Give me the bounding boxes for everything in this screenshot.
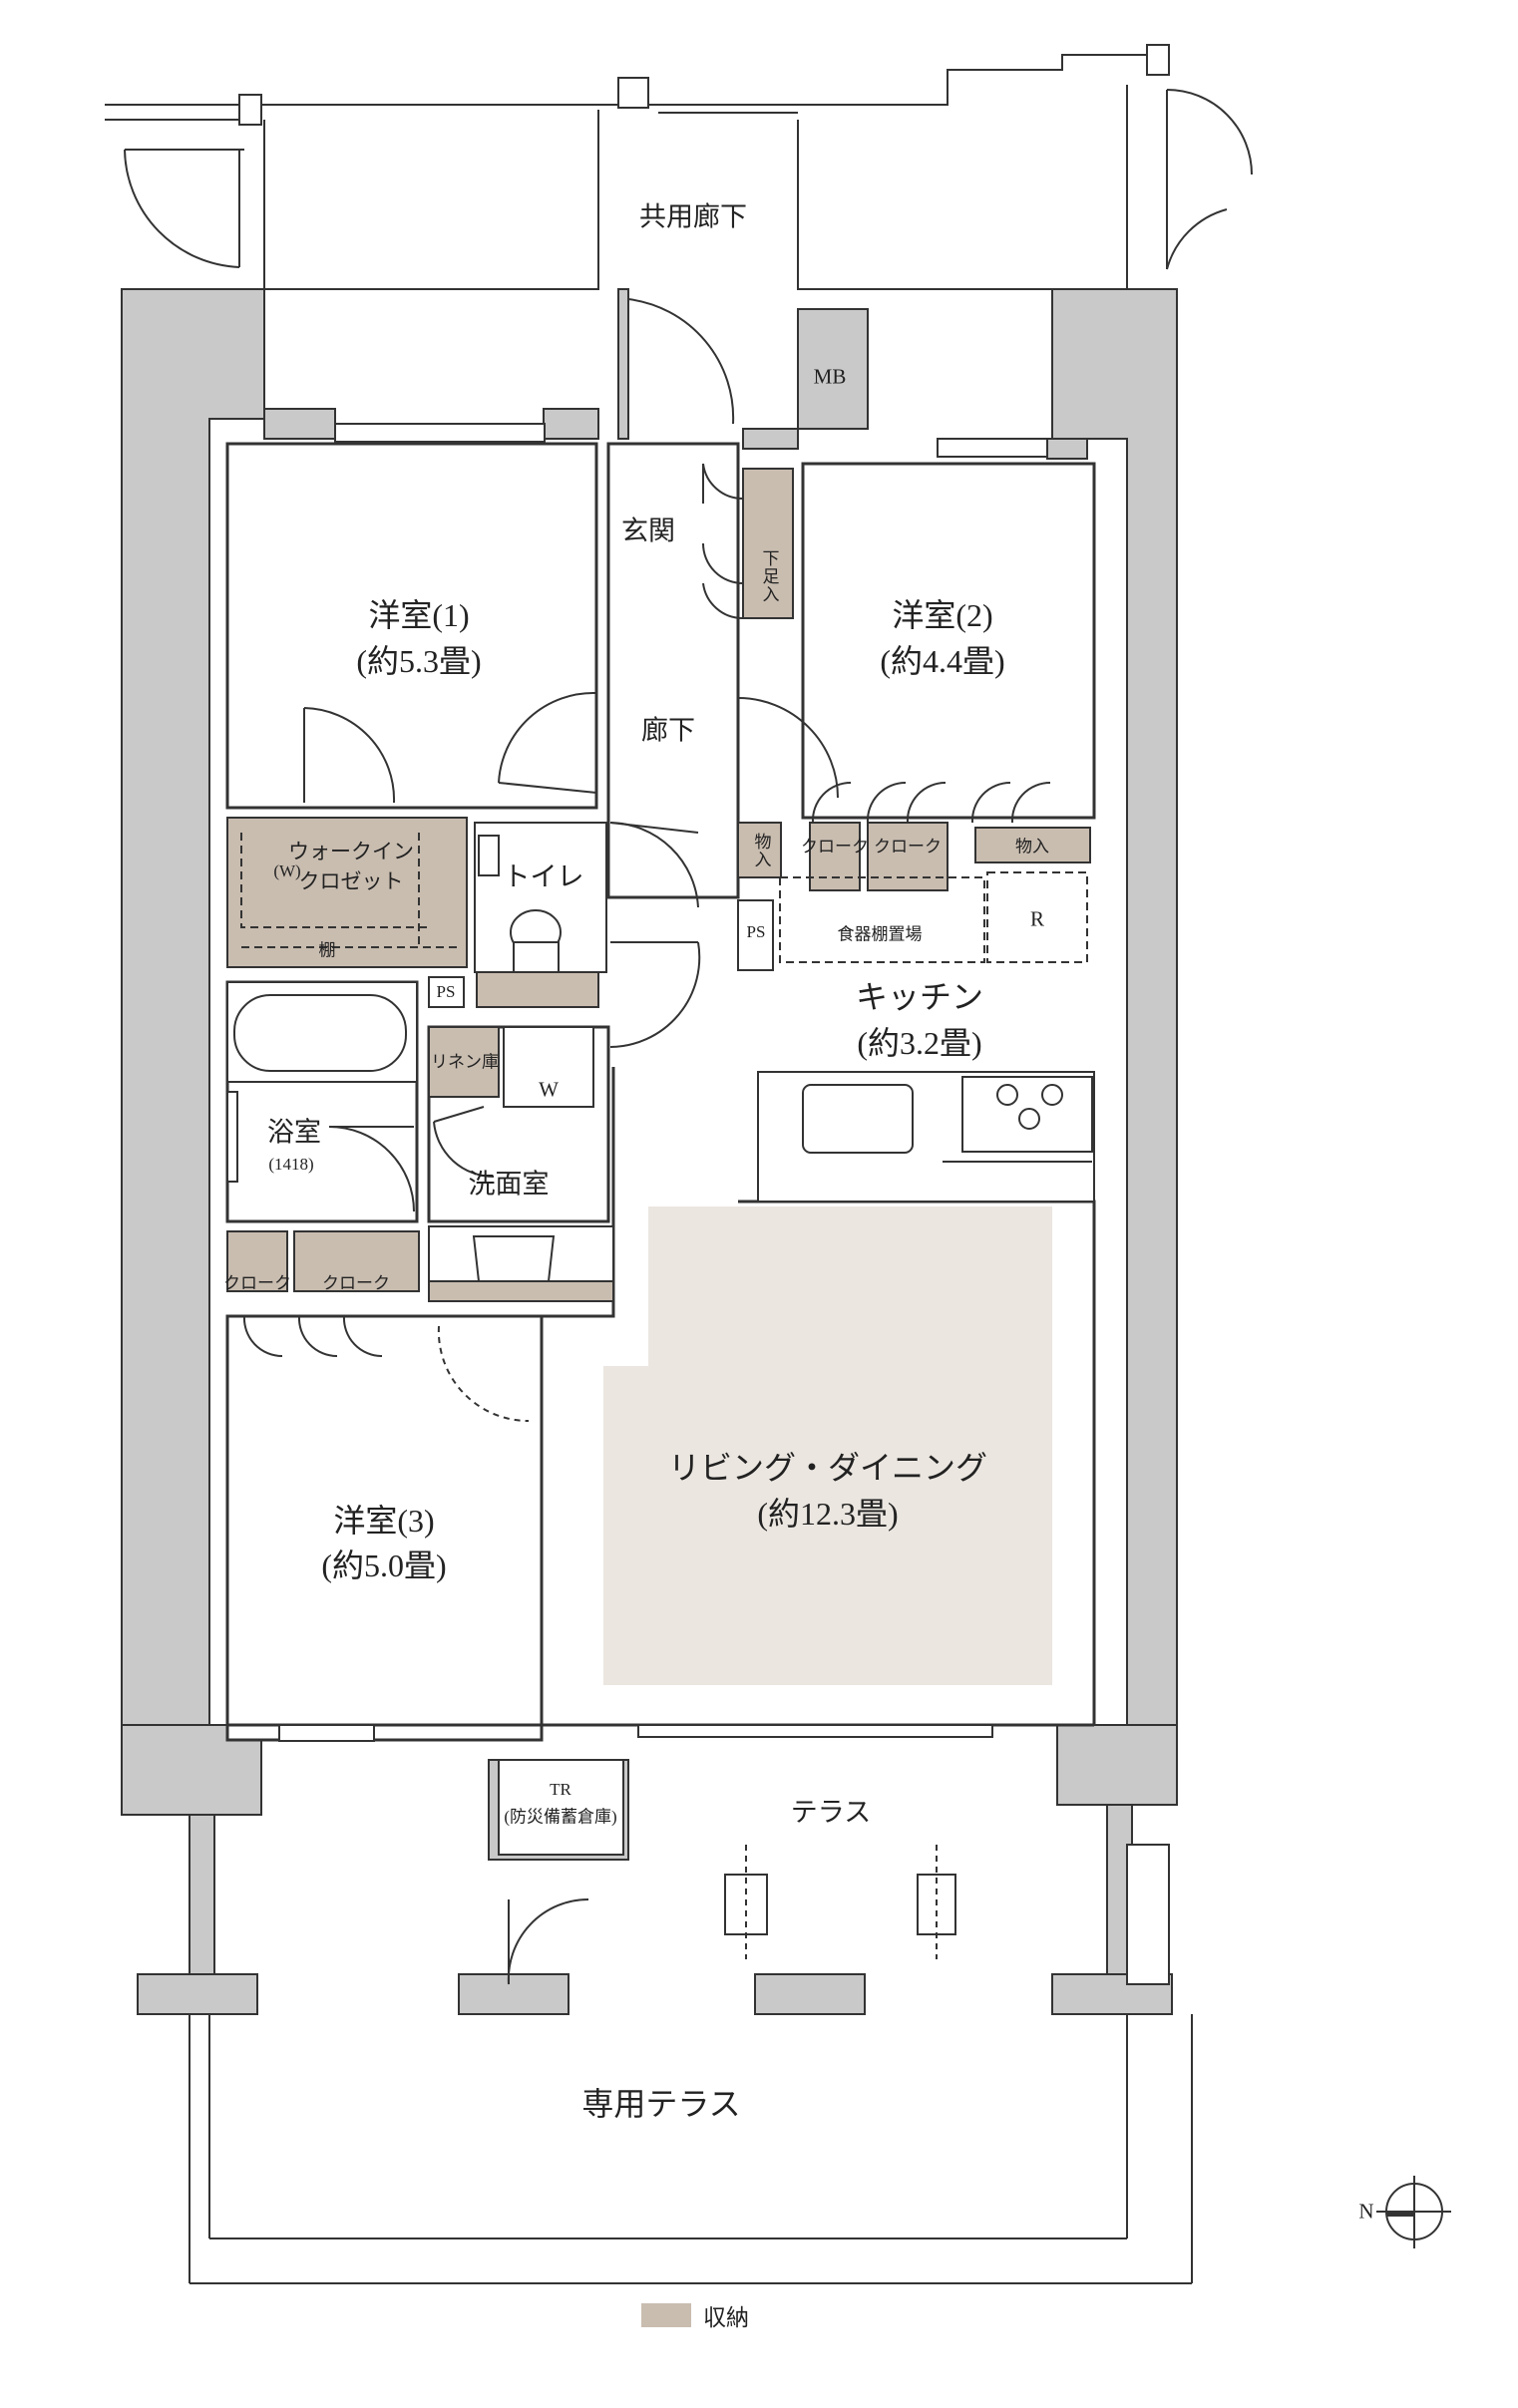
right-railing: [1126, 1844, 1170, 1985]
exterior-walls: [121, 288, 1178, 2015]
toilet-label: トイレ: [503, 861, 584, 892]
common-corridor-label: 共用廊下: [639, 201, 747, 232]
shelf-label: 棚: [318, 940, 336, 960]
common-corridor-area: [105, 44, 1170, 299]
toilet-fixture: [474, 822, 607, 973]
corridor-door-right: [1166, 89, 1253, 270]
bathroom-size: (1418): [268, 1155, 314, 1174]
dish-shelf-label: 食器棚置場: [837, 924, 923, 944]
storage-mono-2-label: 物入: [1015, 837, 1049, 857]
fridge-label: R: [1029, 906, 1045, 931]
ps-bath-label: PS: [436, 982, 456, 1001]
closet-c-label: クローク: [223, 1273, 291, 1293]
walk-in-closet-label-1: ウォークイン: [288, 840, 414, 863]
mb-label: MB: [813, 364, 847, 389]
shoe-box-label: 下足入: [759, 549, 779, 603]
tr-storage: [498, 1759, 624, 1856]
closet-b-label: クローク: [874, 837, 942, 857]
western-room-3-name: 洋室(3): [333, 1502, 435, 1539]
private-terrace-label: 専用テラス: [581, 2085, 741, 2122]
kitchen-size: (約3.2畳): [857, 1024, 982, 1061]
living-dining-floor: [603, 1206, 1052, 1685]
compass-icon: [1376, 2176, 1451, 2248]
walk-in-closet-label-2: クロゼット: [298, 869, 404, 893]
washroom-label: 洗面室: [468, 1169, 550, 1200]
western-room-2-name: 洋室(2): [892, 596, 993, 633]
washer-label: W: [539, 1077, 559, 1102]
western-room-2-size: (約4.4畳): [880, 642, 1005, 679]
closet-a-label: クローク: [801, 837, 869, 857]
kitchen-name: キッチン: [855, 978, 984, 1015]
legend-storage-swatch: [641, 2303, 691, 2327]
bathtub: [226, 976, 465, 1183]
corridor-label: 廊下: [641, 715, 695, 746]
linen-closet-label: リネン庫: [431, 1052, 499, 1072]
storage-mono-1-label: 物入: [751, 833, 771, 868]
bathroom-name: 浴室: [267, 1117, 321, 1148]
tr-label-2: (防災備蓄倉庫): [504, 1807, 617, 1827]
interior-doors: [242, 298, 1051, 1985]
closet-d-label: クローク: [322, 1273, 390, 1293]
ps-kitchen-label: PS: [746, 922, 766, 941]
tr-label-1: TR: [550, 1780, 571, 1799]
corridor-door-left: [124, 149, 244, 268]
kitchen-counter: [757, 1071, 1095, 1203]
living-dining-size: (約12.3畳): [757, 1495, 899, 1532]
terrace-label: テラス: [790, 1797, 872, 1828]
storage-areas: [226, 468, 1091, 1302]
western-room-3-size: (約5.0畳): [321, 1547, 447, 1583]
windows: [278, 423, 1048, 1742]
terrace-area: [189, 2014, 1193, 2284]
entrance-label: 玄関: [621, 516, 675, 546]
western-room-1-name: 洋室(1): [368, 596, 470, 633]
living-dining-name: リビング・ダイニング: [667, 1449, 988, 1486]
compass-north-label: N: [1358, 2199, 1374, 2224]
walk-in-closet-w-label: (W): [273, 861, 301, 880]
legend-storage-label: 収納: [703, 2305, 749, 2330]
terrace-rails: [724, 1845, 956, 1959]
western-room-1-size: (約5.3畳): [356, 642, 482, 679]
